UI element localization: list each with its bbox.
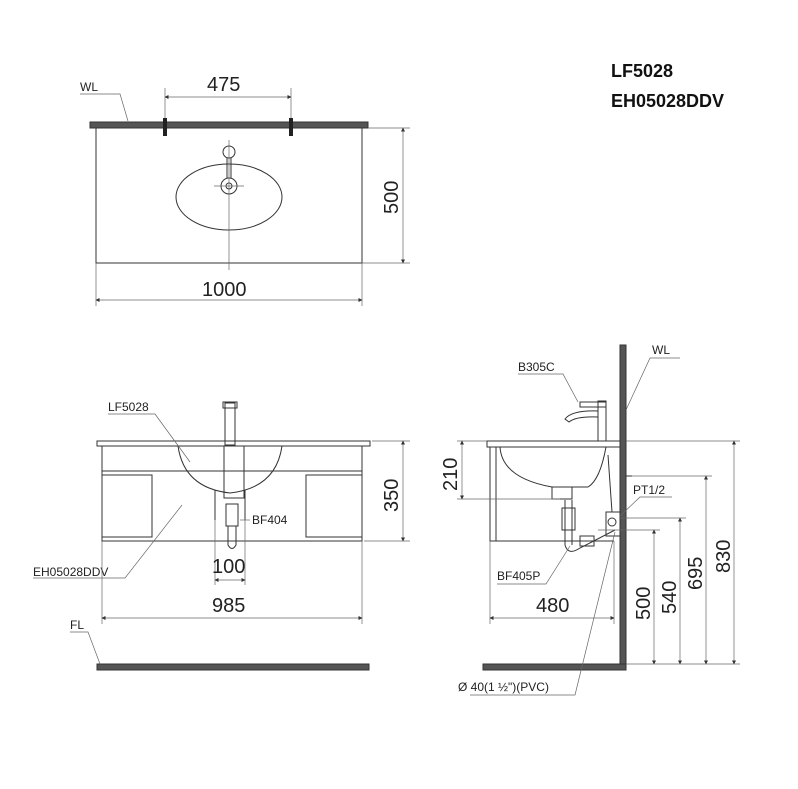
dim-cabinet-depth: 480 [536, 595, 569, 617]
faucet-hole-right [289, 118, 293, 136]
faucet-label: B305C [518, 360, 555, 374]
drain-label-front: BF404 [252, 513, 288, 527]
dim-width-front: 985 [212, 595, 245, 617]
wall-line-top [89, 121, 369, 129]
dim-depth-top: 500 [381, 181, 403, 214]
door-left [101, 474, 153, 538]
countertop-side [486, 440, 621, 448]
model-title-cabinet: EH05028DDV [611, 91, 724, 111]
supply-label: PT1/2 [633, 483, 665, 497]
dim-supply-height: 540 [659, 581, 681, 614]
trap-label: BF405P [497, 569, 540, 583]
cabinet-side [489, 446, 497, 542]
wall-side [619, 344, 627, 671]
dim-width-top: 1000 [202, 279, 247, 301]
basin-bowl-front [177, 445, 283, 494]
cabinet-label-front: EH05028DDV [33, 565, 108, 579]
side-view: B305C WL PT1/2 BF405P Ø 40(1 ½")(PVC) 21… [440, 343, 740, 696]
door-right [305, 474, 363, 538]
floor-line-side [482, 663, 627, 671]
dim-top-height: 830 [713, 540, 735, 573]
front-view: LF5028 BF404 EH05028DDV FL 350 100 985 [33, 400, 410, 671]
trap-side [561, 507, 576, 531]
wall-label-top: WL [80, 80, 98, 94]
countertop-front [96, 440, 371, 447]
cabinet-front [101, 445, 363, 542]
faucet-hole-left [163, 118, 167, 136]
dim-height-front: 350 [381, 479, 403, 512]
faucet-side [597, 400, 607, 442]
faucet-front [224, 402, 236, 446]
model-title-basin: LF5028 [611, 61, 673, 81]
drain-front [225, 503, 239, 527]
floor-line-front [96, 663, 370, 671]
dim-drain-height: 695 [685, 557, 707, 590]
dim-drain-width: 100 [212, 556, 245, 578]
dim-pipe-height: 500 [633, 587, 655, 620]
basin-label-front: LF5028 [108, 400, 149, 414]
dim-basin-depth: 210 [440, 458, 462, 491]
top-view: WL 475 500 1000 [80, 74, 410, 306]
pipe-label: Ø 40(1 ½")(PVC) [458, 680, 549, 694]
floor-label: FL [70, 618, 84, 632]
wall-label-side: WL [652, 343, 670, 357]
dim-hole-spacing: 475 [207, 74, 240, 96]
basin-bowl-side [499, 446, 607, 488]
